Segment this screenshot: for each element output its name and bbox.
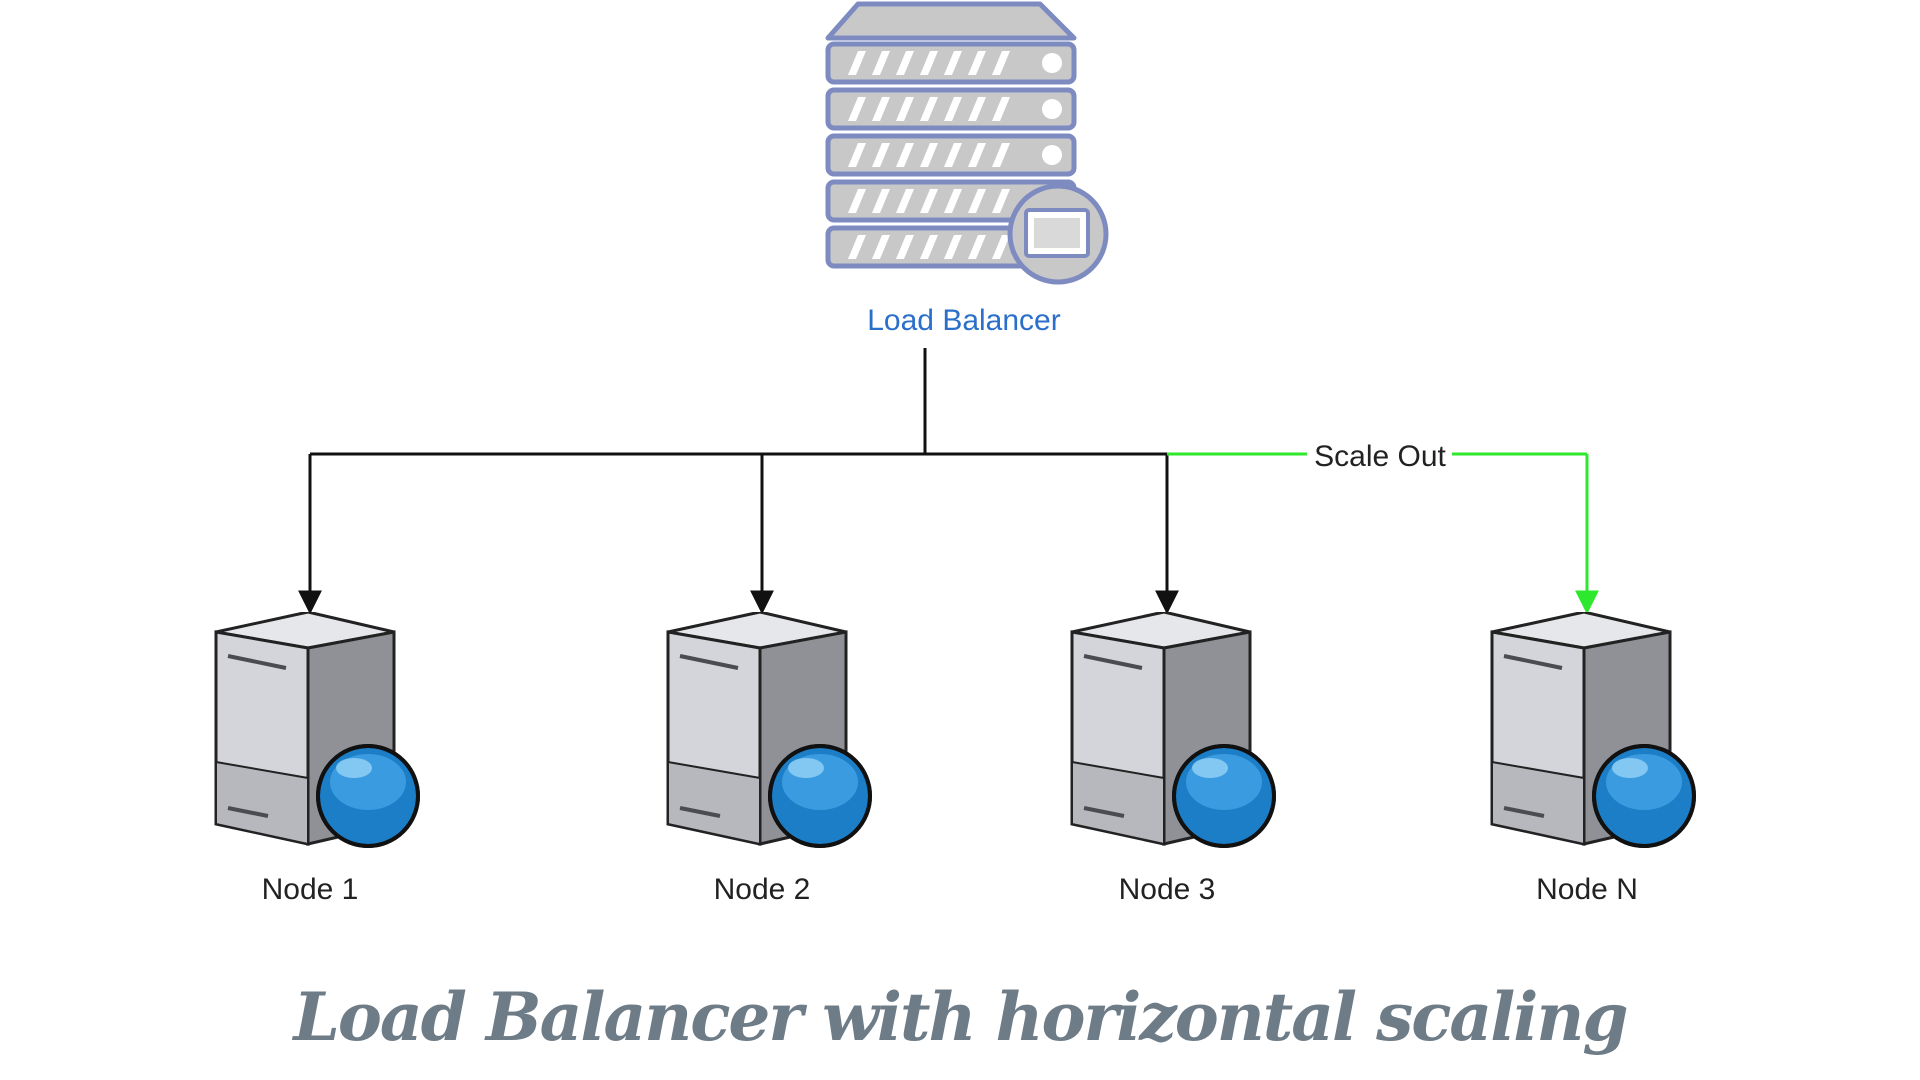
node-3: Node 3 <box>1070 612 1276 906</box>
node-n: Node N <box>1490 612 1696 906</box>
diagram-caption: Load Balancer with horizontal scaling <box>293 978 1629 1056</box>
node-1-label: Node 1 <box>262 873 359 906</box>
load-balancer-server-rack-icon <box>825 1 1109 285</box>
load-balancer-label: Load Balancer <box>867 304 1060 337</box>
web-server-globe-icon <box>1490 612 1696 848</box>
rack-unit <box>825 133 1077 177</box>
node-2-label: Node 2 <box>714 873 811 906</box>
web-server-globe-icon <box>666 612 872 848</box>
node-3-label: Node 3 <box>1119 873 1216 906</box>
rack-unit <box>825 87 1077 131</box>
node-n-label: Node N <box>1536 873 1638 906</box>
node-2: Node 2 <box>666 612 872 906</box>
rack-unit <box>825 41 1077 85</box>
web-server-globe-icon <box>1070 612 1276 848</box>
connectors <box>298 348 1599 615</box>
node-1: Node 1 <box>214 612 420 906</box>
scale-out-label: Scale Out <box>1314 440 1446 473</box>
web-server-globe-icon <box>214 612 420 848</box>
